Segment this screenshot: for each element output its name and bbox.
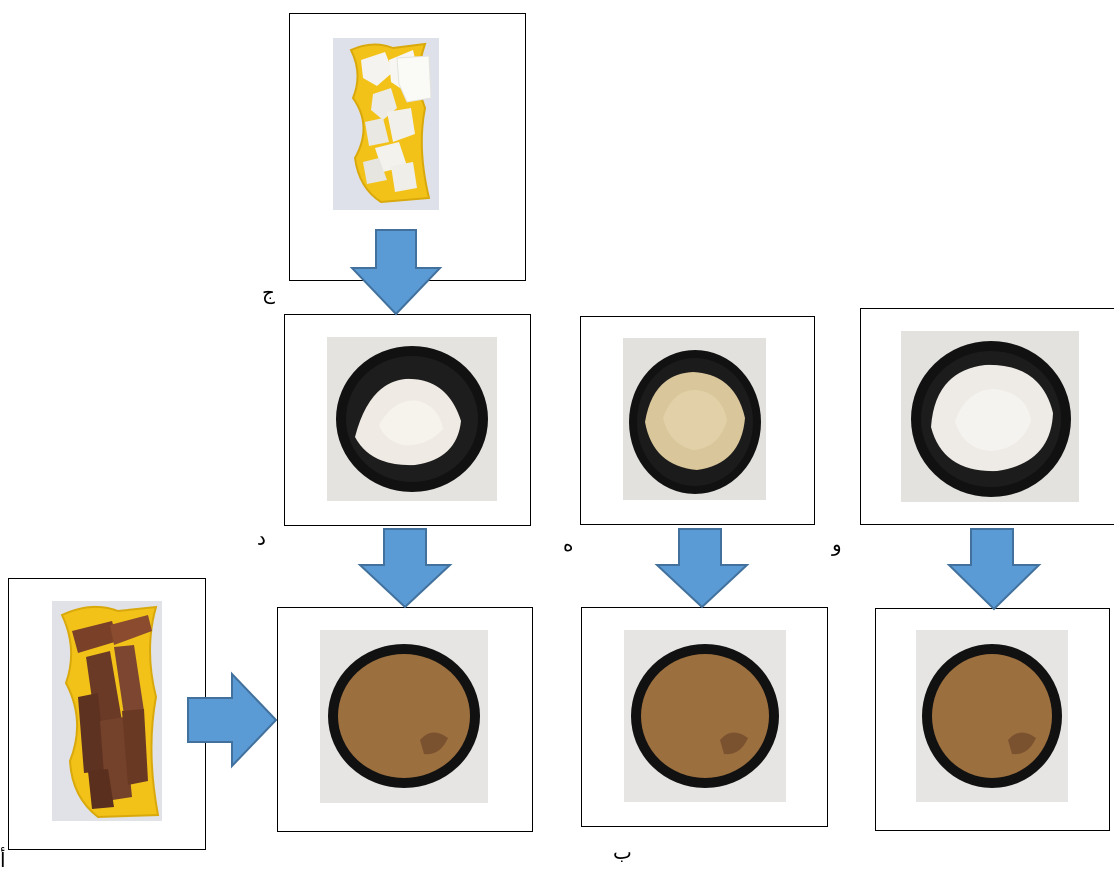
label-a: أ xyxy=(0,848,6,872)
label-d: د xyxy=(257,526,266,550)
down-arrow-light-powder-to-brown xyxy=(946,528,1042,611)
down-arrow-lumps-to-white-powder xyxy=(349,229,443,316)
label-j: ج xyxy=(262,280,275,304)
right-arrow-bark-to-brown-powder xyxy=(187,671,278,769)
label-w: و xyxy=(832,532,842,556)
down-arrow-white-powder-to-brown xyxy=(357,528,453,609)
photo-beige-powder-plate xyxy=(623,338,766,500)
photo-white-lumps-tray xyxy=(333,38,439,210)
photo-white-powder-plate xyxy=(327,337,497,501)
label-b: ب xyxy=(613,840,632,864)
photo-brown-powder-plate-2 xyxy=(624,630,786,802)
label-h: ه xyxy=(563,532,574,556)
photo-light-powder-plate xyxy=(901,331,1079,502)
photo-brown-powder-plate-1 xyxy=(320,630,488,803)
photo-bark-pieces-tray xyxy=(52,601,162,821)
photo-brown-powder-plate-3 xyxy=(916,630,1068,802)
down-arrow-beige-powder-to-brown xyxy=(654,528,750,609)
